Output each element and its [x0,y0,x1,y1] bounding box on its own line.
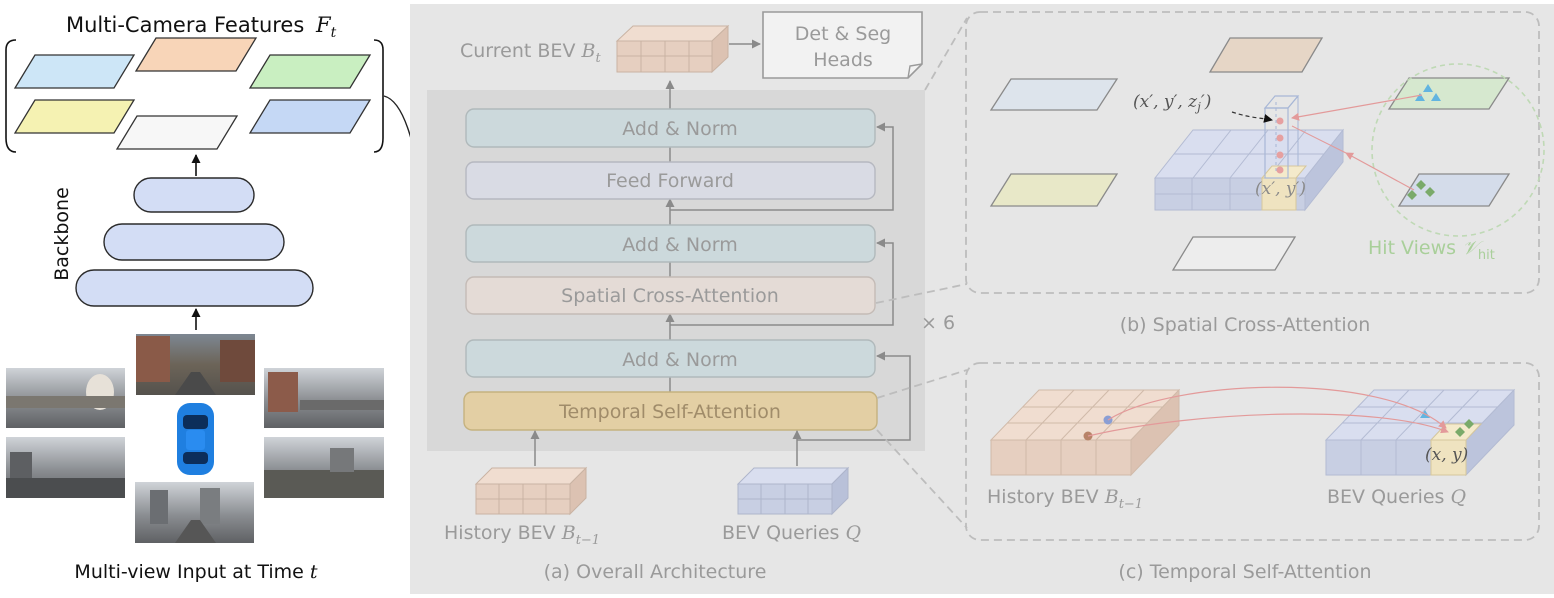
feed-forward-block [465,161,876,200]
tsa-queries-grid [1324,388,1516,477]
backbone-layer-1 [133,177,255,213]
car-icon [177,403,214,475]
left-section: Multi-Camera Features Ft Backbone [5,13,463,583]
sca-view-6 [1171,236,1297,271]
svg-text:Det & Seg: Det & Seg [795,23,891,45]
add-norm-block-3 [465,108,876,148]
spatial-caption: (b) Spatial Cross-Attention [1120,314,1371,336]
spatial-cross-attention-block [465,276,876,315]
tsa-point-label: (x, y) [1425,445,1468,465]
camera-image-back-right [264,437,384,498]
sca-view-3 [1387,77,1511,110]
svg-text:Temporal Self-Attention: Temporal Self-Attention [558,401,781,423]
svg-text:Add & Norm: Add & Norm [622,349,738,371]
sca-point2d-label: (x′, y′) [1255,179,1306,199]
overall-caption: (a) Overall Architecture [544,561,767,583]
features-brace [5,39,17,153]
feature-map-4 [13,99,136,134]
hit-views-label: Hit Views 𝒱hit [1368,237,1495,263]
feature-map-6 [248,99,372,134]
tsa-history-label: History BEV Bt−1 [987,486,1143,512]
add-norm-block-2 [465,224,876,263]
feature-map-5 [115,115,239,150]
camera-image-front-left [6,368,125,428]
add-norm-block-1 [465,339,876,378]
feature-map-1 [13,54,136,89]
svg-text:Add & Norm: Add & Norm [622,118,738,140]
hit-views-circle [1371,63,1545,237]
repeat-label: × 6 [921,312,955,334]
bev-queries-cube [736,466,850,516]
backbone-layer-2 [103,223,285,261]
backbone-layer-3 [75,269,314,307]
svg-text:Heads: Heads [813,49,873,71]
current-bev-cube [615,24,730,74]
temporal-self-attention-panel: (x, y) History BEV Bt−1 BEV Queries Q (c… [965,362,1540,583]
svg-text:Spatial Cross-Attention: Spatial Cross-Attention [561,285,779,307]
bev-queries-label: BEV Queries Q [722,522,861,544]
encoder-block-bg [427,90,925,451]
spatial-cross-attention-panel: Hit Views 𝒱hit (x′, y′) [965,11,1545,336]
sca-view-2 [1208,37,1324,73]
sca-point3d-label: (x′, y′, zj′) [1133,92,1211,114]
input-caption: Multi-view Input at Time t [74,561,318,583]
camera-image-back-left [6,437,125,498]
overall-architecture: Current BEV Bt Det & Seg Heads Add & Nor… [427,11,955,583]
history-bev-cube [474,466,588,516]
svg-text:Add & Norm: Add & Norm [622,234,738,256]
temporal-caption: (c) Temporal Self-Attention [1118,561,1371,583]
camera-image-front-right [264,368,384,428]
sca-view-5 [1397,173,1511,207]
feature-map-2 [134,37,258,72]
tsa-queries-label: BEV Queries Q [1327,486,1466,508]
svg-text:Feed Forward: Feed Forward [606,170,734,192]
history-bev-label: History BEV Bt−1 [444,522,600,548]
features-title: Multi-Camera Features Ft [66,13,337,41]
camera-image-front [136,334,255,395]
sca-pillar [1263,95,1300,179]
sca-view-4 [989,173,1119,207]
camera-image-back [135,482,254,543]
sca-view-1 [989,78,1119,111]
temporal-self-attention-block [463,391,878,431]
tsa-history-grid [989,388,1181,477]
feature-map-3 [248,54,372,89]
sca-bev-grid [1153,128,1345,212]
det-seg-heads-box [762,11,923,79]
current-bev-label: Current BEV Bt [460,40,601,66]
backbone-label: Backbone [51,187,73,281]
